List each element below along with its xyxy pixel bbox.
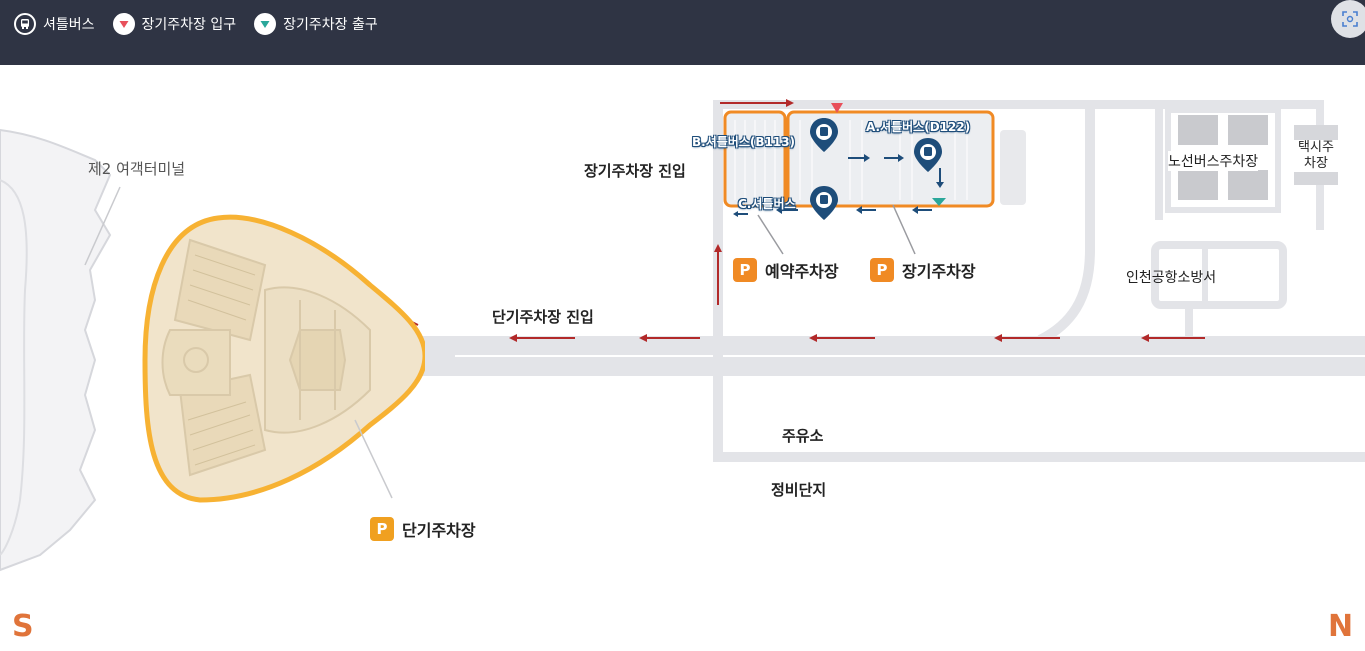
compass-south: S bbox=[12, 609, 34, 644]
bus-circle-icon bbox=[14, 13, 36, 35]
long-term-parking-text: 장기주차장 bbox=[902, 262, 976, 281]
gas-station-label: 주유소 bbox=[782, 427, 824, 445]
terminal2-label: 제2 여객터미널 bbox=[88, 160, 186, 178]
bus-parking-label: 노선버스주차장 bbox=[1168, 151, 1259, 171]
legend-item-exit: 장기주차장 출구 bbox=[254, 13, 378, 35]
parking-p-icon: P bbox=[733, 258, 757, 282]
shuttle-a-label: A.셔틀버스(D122) bbox=[866, 120, 971, 134]
legend-item-shuttle: 셔틀버스 bbox=[14, 13, 95, 35]
green-down-triangle-icon bbox=[254, 13, 277, 35]
short-term-parking-text: 단기주차장 bbox=[402, 521, 476, 540]
reserved-parking-text: 예약주차장 bbox=[765, 262, 839, 281]
shuttle-b-label: B.셔틀버스(B113) bbox=[692, 135, 796, 149]
reserved-parking-label: P 예약주차장 bbox=[733, 258, 839, 282]
red-down-triangle-icon bbox=[112, 13, 135, 35]
long-term-parking-label: P 장기주차장 bbox=[870, 258, 976, 282]
fire-station-area bbox=[1151, 241, 1287, 309]
lot-entrance-marker bbox=[831, 103, 843, 113]
shuttle-c-label: C.셔틀버스 bbox=[738, 197, 796, 211]
legend-label-entrance: 장기주차장 입구 bbox=[141, 17, 237, 33]
parking-p-icon: P bbox=[370, 517, 394, 541]
screen-capture-icon[interactable] bbox=[1331, 0, 1365, 38]
terminal-2-building bbox=[0, 128, 112, 572]
legend-label-shuttle: 셔틀버스 bbox=[43, 17, 95, 33]
legend-label-exit: 장기주차장 출구 bbox=[283, 17, 378, 33]
short-term-entry-label: 단기주차장 진입 bbox=[492, 308, 594, 326]
bus-pin-b bbox=[810, 118, 838, 152]
compass-north: N bbox=[1328, 609, 1354, 644]
bus-pin-a bbox=[914, 138, 942, 172]
taxi-parking-label: 택시주차장 bbox=[1294, 140, 1338, 172]
parking-p-icon: P bbox=[870, 258, 894, 282]
fire-station-label: 인천공항소방서 bbox=[1126, 270, 1217, 286]
bus-pin-c bbox=[810, 186, 838, 220]
legend-bar: 셔틀버스 장기주차장 입구 장기주차장 출구 bbox=[0, 0, 1365, 65]
legend: 셔틀버스 장기주차장 입구 장기주차장 출구 bbox=[14, 13, 378, 35]
lot-exit-marker bbox=[932, 198, 946, 206]
maintenance-label: 정비단지 bbox=[771, 481, 827, 499]
short-term-parking-label: P 단기주차장 bbox=[370, 517, 476, 541]
bus-parking-area bbox=[1165, 107, 1281, 213]
legend-item-entrance: 장기주차장 입구 bbox=[112, 13, 237, 35]
long-term-entry-label: 장기주차장 진입 bbox=[584, 162, 686, 180]
